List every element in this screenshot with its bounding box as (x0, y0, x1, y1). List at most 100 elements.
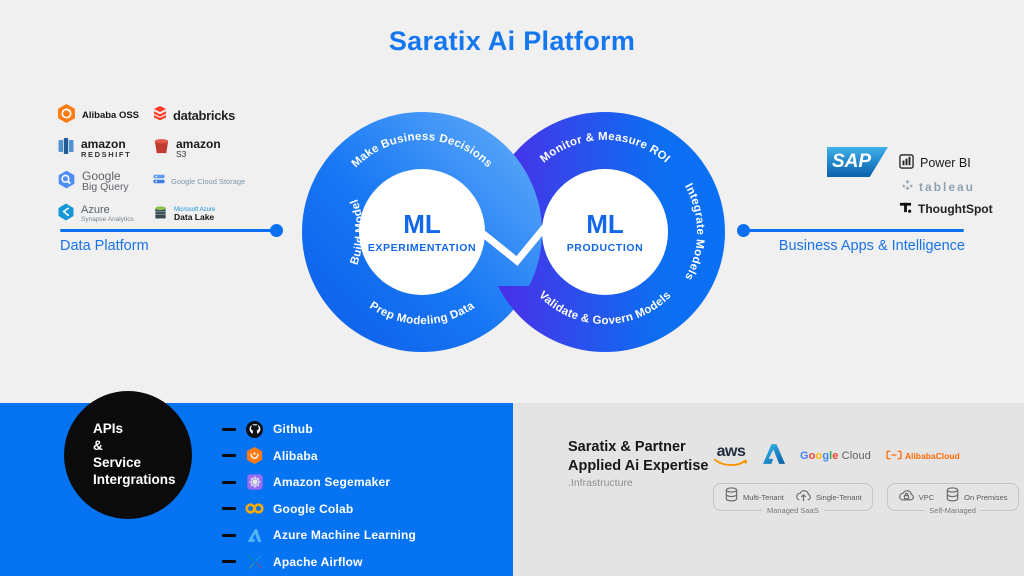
cloud-provider-logos: aws Google Cloud AlibabaCloud (714, 441, 960, 471)
sap-logo: SAP (827, 147, 888, 177)
logo-label: Alibaba OSS (82, 110, 140, 121)
ml-experimentation-title: ML (403, 209, 441, 239)
business-apps-connector-line (737, 224, 964, 237)
airflow-icon (245, 553, 264, 571)
tableau-label: tableau (919, 180, 976, 194)
ml-production-subtitle: PRODUCTION (567, 242, 644, 254)
list-item-label: Amazon Segemaker (273, 475, 391, 489)
badge-line: Intergrations (93, 471, 176, 487)
list-item-label: Alibaba (273, 448, 318, 463)
azure-synapse-icon (56, 202, 76, 227)
expertise-title: Saratix & Partner Applied Ai Expertise (568, 438, 708, 476)
list-item-amazon-sagemaker: Amazon Segemaker (222, 474, 416, 490)
expertise-title-line2: Applied Ai Expertise (568, 457, 709, 474)
list-item-google-colab: Google Colab (222, 501, 416, 517)
business-apps-label: Business Apps & Intelligence (778, 238, 965, 254)
option-label: On Premises (964, 492, 1008, 502)
ml-production-inner-circle (542, 169, 668, 295)
loop-checkmark (478, 219, 552, 266)
cloud-upload-icon (795, 488, 812, 507)
expertise-title-line1: Saratix & Partner (568, 439, 686, 455)
logo-sublabel: REDSHIFT (81, 149, 132, 159)
tableau-icon (901, 179, 914, 195)
list-item-label: Apache Airflow (273, 554, 363, 569)
list-item-label: Azure Machine Learning (273, 528, 417, 542)
connector-dot (737, 224, 750, 237)
option-label: Multi-Tenant (743, 492, 784, 502)
google-letter: o (815, 450, 823, 462)
alibaba-cloud-icon (886, 450, 902, 462)
thoughtspot-label: ThoughtSpot (918, 202, 993, 216)
google-cloud-logo: Google Cloud (800, 450, 871, 462)
api-integrations-list: Github Alibaba Amazon Segemaker Google C… (222, 420, 416, 570)
sagemaker-icon (245, 473, 264, 491)
logo-sublabel: Big Query (82, 181, 129, 194)
list-item-label: Github (273, 422, 313, 436)
google-letter: o (808, 450, 816, 462)
azure-logo-icon (763, 443, 785, 469)
power-bi-logo: Power BI (899, 154, 971, 172)
infrastructure-options: Multi-Tenant Single-Tenant Managed SaaS … (713, 483, 1019, 515)
logo-databricks: databricks (152, 105, 268, 126)
list-item-github: Github (222, 420, 416, 439)
logo-label: Google Cloud Storage (171, 177, 246, 186)
dash-bullet (222, 507, 236, 510)
logo-google-cloud-storage: Google Cloud Storage (152, 172, 268, 191)
logo-label: Microsoft Azure (174, 206, 216, 213)
ml-experimentation-subtitle: EXPERIMENTATION (368, 242, 476, 254)
page-title: Saratix Ai Platform (388, 26, 636, 56)
ml-experimentation-inner-circle (359, 169, 485, 295)
expertise-subtitle: .Infrastructure (568, 477, 633, 489)
option-vpc: VPC (898, 488, 934, 507)
sap-logo-text: SAP (832, 151, 872, 172)
alibaba-cloud-logo: AlibabaCloud (886, 450, 960, 462)
database-icon (724, 487, 739, 507)
list-item-apache-airflow: Apache Airflow (222, 554, 416, 570)
logo-sublabel: Data Lake (174, 212, 215, 223)
api-panel-badge: APIs & Service Intergrations (64, 391, 192, 519)
alibaba-cloud-label: AlibabaCloud (904, 451, 960, 461)
group-label: Self-Managed (924, 506, 981, 515)
dash-bullet (222, 480, 236, 484)
logo-sublabel: Synapse Analytics (81, 215, 134, 223)
ring-label-build-model: Build Model (349, 197, 367, 266)
azure-ml-icon (245, 527, 264, 544)
dash-bullet (222, 427, 236, 431)
badge-line: & (93, 438, 103, 454)
dash-bullet (222, 454, 236, 457)
amazon-redshift-icon (56, 136, 76, 161)
dash-bullet (222, 533, 236, 537)
amazon-s3-icon (152, 137, 171, 161)
logo-label: Google (82, 168, 121, 183)
logo-sublabel: S3 (176, 149, 187, 160)
badge-line: Service (93, 455, 142, 470)
google-letter: g (822, 450, 830, 462)
thoughtspot-icon (899, 201, 912, 217)
github-icon (245, 420, 264, 439)
badge-line: APIs (93, 421, 124, 437)
data-platform-connector-line (60, 224, 283, 237)
google-letter: e (832, 450, 839, 462)
colab-icon (245, 502, 264, 515)
logo-label: amazon (81, 137, 126, 152)
databricks-icon (152, 105, 168, 126)
option-on-premises: On Premises (945, 487, 1008, 507)
google-cloud-storage-icon (152, 172, 166, 191)
managed-saas-box: Multi-Tenant Single-Tenant Managed SaaS (713, 483, 873, 515)
list-item-azure-machine-learning: Azure Machine Learning (222, 527, 416, 543)
power-bi-icon (899, 154, 914, 172)
aws-logo: aws (714, 443, 748, 467)
dash-bullet (222, 560, 236, 563)
logo-label: Azure (81, 204, 110, 217)
azure-data-lake-icon (152, 204, 169, 226)
database-icon (945, 487, 960, 507)
power-bi-label: Power BI (920, 156, 971, 170)
google-cloud-suffix: Cloud (838, 450, 871, 462)
google-letter: G (800, 450, 809, 462)
